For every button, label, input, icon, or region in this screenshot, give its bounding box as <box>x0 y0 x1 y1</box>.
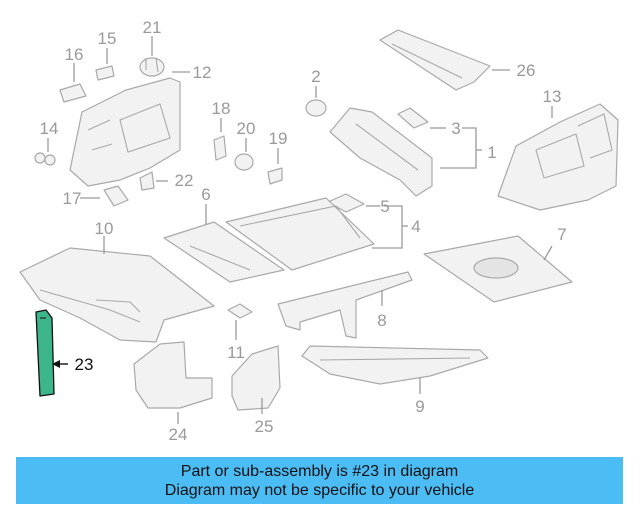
part-1 <box>329 107 482 197</box>
part-7 <box>423 235 573 303</box>
part-23-highlighted[interactable] <box>35 309 68 397</box>
callout-7: 7 <box>557 225 566 244</box>
part-16 <box>59 63 87 103</box>
part-15 <box>95 48 115 81</box>
part-22 <box>139 171 168 191</box>
part-3 <box>397 107 446 129</box>
callout-17: 17 <box>63 189 82 208</box>
part-18 <box>213 118 227 161</box>
callout-10: 10 <box>95 219 114 238</box>
parts-diagram: 1234567891011121314151617181920212223242… <box>19 18 619 444</box>
callout-11: 11 <box>227 343 245 362</box>
callout-2: 2 <box>311 67 320 86</box>
part-26 <box>379 29 510 91</box>
callout-24: 24 <box>169 425 188 444</box>
callout-1: 1 <box>487 143 496 162</box>
callout-16: 16 <box>65 45 84 64</box>
callout-13: 13 <box>543 87 562 106</box>
callout-22: 22 <box>175 171 194 190</box>
part-24 <box>133 341 213 424</box>
callout-9: 9 <box>415 397 424 416</box>
callout-26: 26 <box>517 61 536 80</box>
part-13 <box>497 103 619 211</box>
callout-4: 4 <box>411 217 420 236</box>
part-21 <box>139 36 165 77</box>
part-2 <box>305 86 327 117</box>
callout-15: 15 <box>98 29 117 48</box>
part-19 <box>267 148 283 185</box>
banner-line-1: Part or sub-assembly is #23 in diagram <box>180 462 459 480</box>
callout-21: 21 <box>143 18 162 37</box>
part-11 <box>227 303 253 340</box>
callout-25: 25 <box>255 417 274 436</box>
part-5 <box>327 193 380 213</box>
part-6 <box>163 204 285 283</box>
part-4 <box>225 197 408 271</box>
callout-20: 20 <box>237 119 256 138</box>
callout-6: 6 <box>201 185 210 204</box>
part-20 <box>234 138 254 171</box>
callout-3: 3 <box>451 119 460 138</box>
callout-23[interactable]: 23 <box>75 355 94 374</box>
callout-18: 18 <box>212 99 231 118</box>
part-25 <box>231 345 281 414</box>
callout-12: 12 <box>193 63 212 82</box>
part-9 <box>301 345 489 394</box>
info-banner: Part or sub-assembly is #23 in diagram D… <box>16 457 623 504</box>
part-12 <box>69 71 190 187</box>
banner-line-2: Diagram may not be specific to your vehi… <box>164 481 475 499</box>
part-10 <box>19 236 215 343</box>
callout-19: 19 <box>269 129 288 148</box>
callout-14: 14 <box>40 119 59 138</box>
part-17 <box>80 185 129 207</box>
callout-5: 5 <box>380 197 389 216</box>
callout-8: 8 <box>377 311 386 330</box>
part-14 <box>34 138 56 166</box>
part-8 <box>277 271 413 339</box>
